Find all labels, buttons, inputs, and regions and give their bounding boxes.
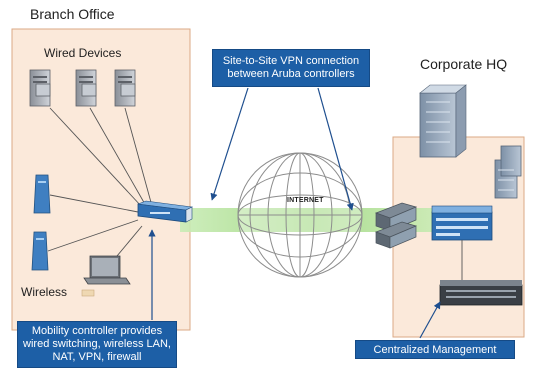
centralized-management-label: Centralized Management <box>373 344 497 356</box>
vpn-arrow-left <box>210 87 249 201</box>
mobility-controller-callout-line: NAT, VPN, firewall <box>52 351 142 363</box>
management-arrow <box>419 301 441 339</box>
wired-links <box>47 107 153 263</box>
building-icon <box>494 145 522 199</box>
server-rack-icon <box>439 280 523 306</box>
wireless-label: Wireless <box>21 285 68 299</box>
computer-icon <box>75 69 97 107</box>
mobility-controller-callout: Mobility controller provides wired switc… <box>17 321 177 368</box>
controller-icon <box>431 205 493 241</box>
mobility-controller-callout-line: wired switching, wireless LAN, <box>23 338 171 350</box>
vpn-arrow-right <box>317 87 354 211</box>
access-point-icon <box>31 231 49 271</box>
access-point-icon <box>33 174 51 214</box>
firewall-icon <box>374 202 418 249</box>
building-icon <box>419 84 467 158</box>
wired-devices-label: Wired Devices <box>44 46 122 60</box>
mobility-controller-callout-line: Mobility controller provides <box>31 325 163 337</box>
vpn-callout-line: Site-to-Site VPN connection <box>222 55 360 67</box>
laptop-icon <box>83 255 131 285</box>
globe-icon <box>237 152 363 278</box>
centralized-management-callout: Centralized Management <box>355 340 515 359</box>
branch-office-label: Branch Office <box>30 6 115 22</box>
vpn-callout-line: between Aruba controllers <box>227 68 355 80</box>
vpn-callout: Site-to-Site VPN connection between Arub… <box>212 49 370 87</box>
controller-icon <box>137 200 194 223</box>
callout-arrows <box>148 87 441 339</box>
computer-icon <box>114 69 136 107</box>
internet-label: INTERNET <box>287 197 324 204</box>
corporate-hq-label: Corporate HQ <box>420 56 508 72</box>
laptop-accessory <box>81 289 95 297</box>
computer-icon <box>29 69 51 107</box>
